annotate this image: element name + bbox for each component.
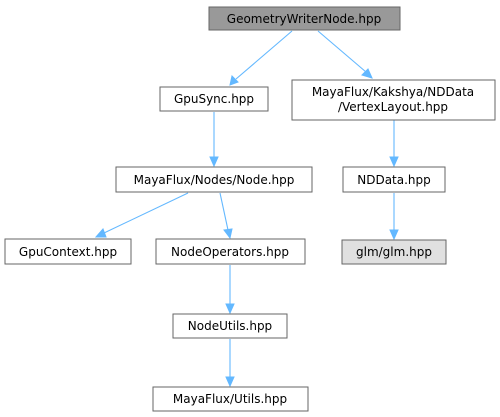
node-box xyxy=(159,86,269,112)
node-node[interactable]: MayaFlux/Nodes/Node.hpp xyxy=(115,166,313,193)
node-label: GpuSync.hpp xyxy=(174,92,254,106)
node-node-utils[interactable]: NodeUtils.hpp xyxy=(172,313,288,339)
node-label: NodeUtils.hpp xyxy=(188,319,272,333)
edge-nddata-to-glm xyxy=(389,193,399,241)
edge-vertex-layout-to-nddata xyxy=(389,120,399,168)
edge-arrowhead xyxy=(94,228,107,238)
node-box xyxy=(4,238,132,265)
node-label-line-1: MayaFlux/Kakshya/NDData xyxy=(312,85,474,99)
edges-layer xyxy=(94,30,399,388)
edge-geometry-writer-node-to-gpu-sync xyxy=(229,30,293,86)
node-label: MayaFlux/Utils.hpp xyxy=(173,392,287,406)
edge-node-to-gpu-context xyxy=(94,192,189,238)
node-label: NDData.hpp xyxy=(357,173,431,187)
node-box xyxy=(172,313,288,339)
edge-line xyxy=(317,30,367,73)
node-box xyxy=(208,6,401,31)
node-label: NodeOperators.hpp xyxy=(171,245,289,259)
node-box xyxy=(115,166,313,193)
node-node-operators[interactable]: NodeOperators.hpp xyxy=(155,238,306,265)
node-label: GeometryWriterNode.hpp xyxy=(227,12,381,26)
node-box xyxy=(155,238,306,265)
node-vertex-layout[interactable]: MayaFlux/Kakshya/NDData /VertexLayout.hp… xyxy=(291,79,496,121)
node-box xyxy=(152,386,309,412)
edge-line xyxy=(103,192,189,234)
node-glm[interactable]: glm/glm.hpp xyxy=(341,239,447,265)
node-utils[interactable]: MayaFlux/Utils.hpp xyxy=(152,386,309,412)
nodes-layer: GeometryWriterNode.hpp GpuSync.hpp MayaF… xyxy=(4,6,496,412)
edge-arrowhead xyxy=(389,156,399,168)
node-label: glm/glm.hpp xyxy=(356,245,432,259)
edge-node-to-node-operators xyxy=(219,192,233,240)
node-box xyxy=(291,79,496,121)
edge-node-operators-to-node-utils xyxy=(225,265,235,315)
edge-arrowhead xyxy=(389,229,399,241)
node-label-line-2: /VertexLayout.hpp xyxy=(338,100,448,114)
edge-line xyxy=(235,30,293,80)
edge-arrowhead xyxy=(225,376,235,388)
edge-gpu-sync-to-node xyxy=(209,112,219,168)
edge-arrowhead xyxy=(209,156,219,168)
edge-geometry-writer-node-to-vertex-layout xyxy=(317,30,373,79)
node-gpu-sync[interactable]: GpuSync.hpp xyxy=(159,86,269,112)
node-geometry-writer-node[interactable]: GeometryWriterNode.hpp xyxy=(208,6,401,31)
edge-arrowhead xyxy=(229,75,239,86)
node-label: GpuContext.hpp xyxy=(19,245,117,259)
node-gpu-context[interactable]: GpuContext.hpp xyxy=(4,238,132,265)
node-nddata[interactable]: NDData.hpp xyxy=(342,166,446,193)
node-box xyxy=(341,239,447,265)
edge-arrowhead xyxy=(361,68,373,79)
edge-line xyxy=(219,192,229,231)
edge-node-utils-to-utils xyxy=(225,339,235,388)
edge-arrowhead xyxy=(225,303,235,315)
edge-arrowhead xyxy=(223,228,233,240)
node-label: MayaFlux/Nodes/Node.hpp xyxy=(134,173,295,187)
node-box xyxy=(342,166,446,193)
